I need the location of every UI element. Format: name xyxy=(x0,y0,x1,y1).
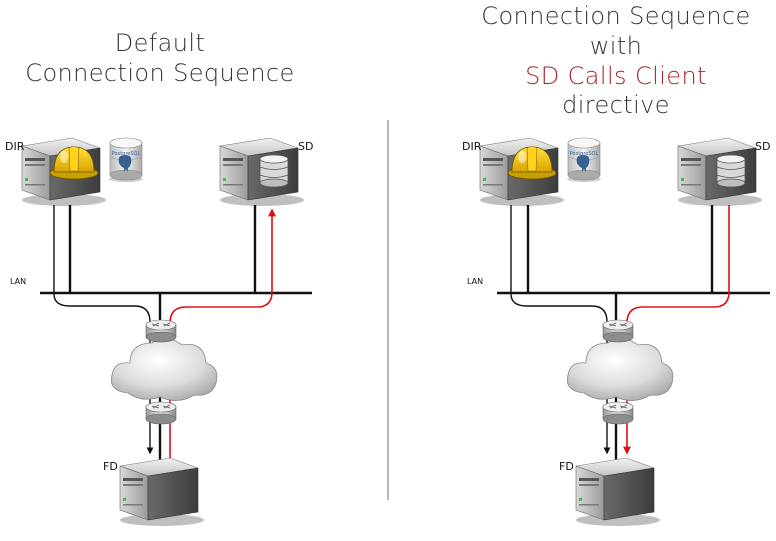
left-title-line1: Default xyxy=(115,29,206,57)
right-fd-server xyxy=(575,457,661,527)
server-icon xyxy=(119,457,205,527)
right-sd-label: SD xyxy=(755,140,770,153)
cloud-icon xyxy=(566,338,674,401)
left-sd-label: SD xyxy=(298,140,313,153)
right-title-line1: Connection Sequence xyxy=(481,2,750,30)
db-badge-label: PostgreSQL xyxy=(112,151,141,157)
right-title-line3: SD Calls Client xyxy=(525,62,707,90)
left-diagram: Default Connection Sequence PostgreSQL D… xyxy=(5,29,313,527)
right-fd-label: FD xyxy=(559,460,574,473)
router-icon xyxy=(145,319,177,343)
left-title-line2: Connection Sequence xyxy=(25,59,294,87)
router-icon xyxy=(602,401,634,425)
router-icon xyxy=(145,401,177,425)
disk-icon xyxy=(259,154,289,188)
right-title-line4: directive xyxy=(562,91,670,119)
server-icon xyxy=(575,457,661,527)
left-fd-label: FD xyxy=(103,460,118,473)
right-title-line2: with xyxy=(590,32,643,60)
right-wires xyxy=(497,205,770,470)
database-icon: PostgreSQL xyxy=(108,137,144,183)
left-fd-to-sd-arrow xyxy=(169,208,276,470)
left-dir-to-fd-arrow xyxy=(53,205,154,455)
router-icon xyxy=(602,319,634,343)
left-lan-label: LAN xyxy=(10,277,26,286)
disk-icon xyxy=(716,154,746,188)
right-lan-label: LAN xyxy=(467,277,483,286)
right-sd-to-fd-arrow xyxy=(623,205,730,455)
db-badge-label: PostgreSQL xyxy=(570,151,599,157)
left-dir-label: DIR xyxy=(5,140,25,153)
database-icon: PostgreSQL xyxy=(566,137,602,183)
right-dir-label: DIR xyxy=(462,140,482,153)
right-dir-to-fd-arrow xyxy=(510,205,611,455)
left-fd-server xyxy=(119,457,205,527)
cloud-icon xyxy=(110,338,218,401)
right-diagram: Connection Sequence with SD Calls Client… xyxy=(462,2,770,527)
